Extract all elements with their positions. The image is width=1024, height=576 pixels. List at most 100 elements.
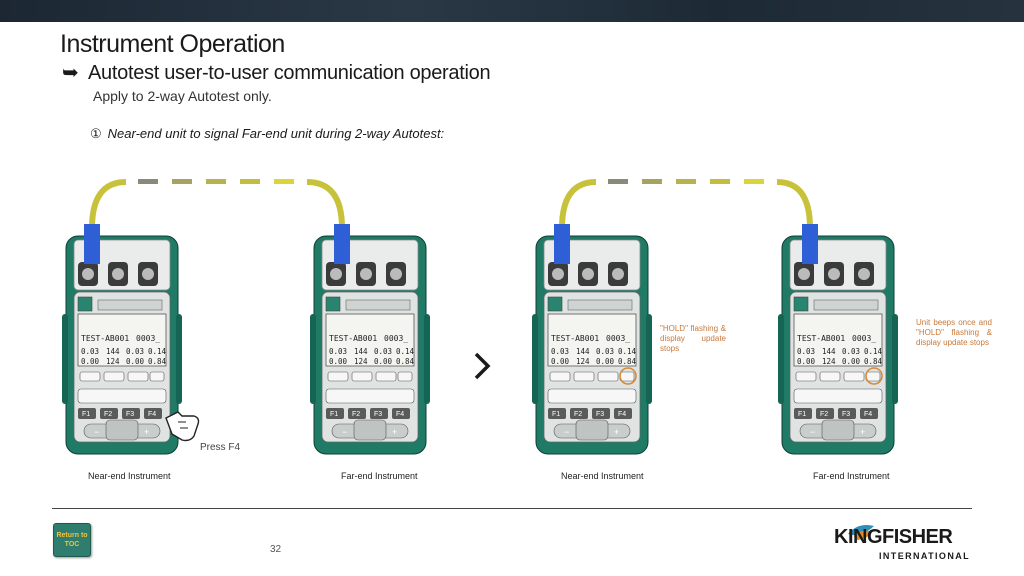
lcd-r2b: 124 (106, 357, 120, 366)
lcd-r1d: 0.14 (864, 347, 883, 356)
key-f4[interactable]: F4 (396, 411, 404, 418)
lcd-r1c: 0.03 (842, 347, 860, 356)
caption-far-end-2: Far-end Instrument (813, 471, 890, 481)
lcd-r2b: 124 (354, 357, 368, 366)
key-f2[interactable]: F2 (574, 411, 582, 418)
key-f1[interactable]: F1 (330, 411, 338, 418)
footer-divider (52, 508, 972, 509)
hold-highlight-circle (865, 367, 883, 385)
key-f2[interactable]: F2 (104, 411, 112, 418)
function-keys: F1 F2 F3 F4 (548, 408, 632, 419)
lcd-r1c: 0.03 (126, 347, 144, 356)
lcd-line1: TEST-AB001 (551, 334, 599, 343)
near-end-instrument-2: TEST-AB001 0003_ 0.03 144 0.03 0.14 0.00… (531, 224, 653, 455)
plus-key[interactable]: + (144, 427, 149, 437)
lcd-r1a: 0.03 (797, 347, 815, 356)
lcd-r2c: 0.00 (374, 357, 393, 366)
fiber-connector (554, 224, 570, 264)
arrow-bullet-icon: ➥ (62, 62, 79, 84)
press-f4-label: Press F4 (200, 442, 241, 453)
lcd-r2a: 0.00 (797, 357, 816, 366)
lcd-r2c: 0.00 (596, 357, 615, 366)
minus-key[interactable]: − (564, 427, 569, 437)
lcd-r1b: 144 (576, 347, 590, 356)
far-end-instrument-2: TEST-AB001 0003_ 0.03 144 0.03 0.14 0.00… (777, 224, 899, 455)
step-heading: ① Near-end unit to signal Far-end unit du… (90, 126, 444, 142)
lcd-r2c: 0.00 (126, 357, 145, 366)
far-end-instrument-1: TEST-AB001 0003_ 0.03 144 0.03 0.14 0.00… (309, 224, 431, 455)
annotation-hold-flashing: "HOLD" flashing & display update stops (660, 324, 726, 353)
lcd-r2c: 0.00 (842, 357, 861, 366)
key-f1[interactable]: F1 (82, 411, 90, 418)
pointing-hand-icon (165, 411, 200, 442)
lcd-r2d: 0.84 (618, 357, 637, 366)
minus-key[interactable]: − (342, 427, 347, 437)
lcd-r2a: 0.00 (329, 357, 348, 366)
step-text: Near-end unit to signal Far-end unit dur… (107, 126, 445, 141)
lcd-r2d: 0.84 (396, 357, 415, 366)
key-f3[interactable]: F3 (126, 411, 134, 418)
function-keys: F1 F2 F3 F4 (78, 408, 162, 419)
lcd-r1d: 0.14 (618, 347, 637, 356)
page-number: 32 (270, 544, 282, 555)
annotation-unit-beeps: Unit beeps once and "HOLD" flashing & di… (916, 318, 992, 347)
near-end-instrument-1: TEST-AB001 0003_ 0.03 144 0.03 0.14 0.00… (61, 224, 183, 455)
plus-key[interactable]: + (860, 427, 865, 437)
lcd-line2: 0003_ (606, 334, 630, 343)
fiber-dashes-1 (138, 179, 294, 184)
fiber-connector (802, 224, 818, 264)
fiber-connector (334, 224, 350, 264)
key-f4[interactable]: F4 (864, 411, 872, 418)
lcd-r1c: 0.03 (596, 347, 614, 356)
logo-sub-text: INTERNATIONAL (879, 551, 971, 561)
lcd-r1a: 0.03 (551, 347, 569, 356)
lcd-line2: 0003_ (136, 334, 160, 343)
scope-note: Apply to 2-way Autotest only. (93, 88, 272, 104)
lcd-line1: TEST-AB001 (797, 334, 845, 343)
chevron-right-icon (474, 352, 491, 380)
key-f3[interactable]: F3 (596, 411, 604, 418)
key-f4[interactable]: F4 (148, 411, 156, 418)
page-title: Instrument Operation (60, 30, 285, 58)
minus-key[interactable]: − (94, 427, 99, 437)
hold-highlight-circle (619, 367, 637, 385)
fiber-dashes-2 (608, 179, 764, 184)
lcd-r2b: 124 (822, 357, 836, 366)
lcd-line1: TEST-AB001 (81, 334, 129, 343)
caption-near-end-1: Near-end Instrument (88, 471, 171, 481)
caption-far-end-1: Far-end Instrument (341, 471, 418, 481)
lcd-r1a: 0.03 (329, 347, 347, 356)
logo-main-text: KINGFISHER (834, 526, 953, 548)
page-subtitle: ➥ Autotest user-to-user communication ope… (62, 60, 491, 85)
kingfisher-logo: KINGFISHER INTERNATIONAL (828, 524, 978, 564)
key-f3[interactable]: F3 (842, 411, 850, 418)
function-keys: F1 F2 F3 F4 (326, 408, 410, 419)
step-number: ① (90, 126, 102, 141)
subtitle-text: Autotest user-to-user communication oper… (88, 62, 491, 84)
lcd-r1a: 0.03 (81, 347, 99, 356)
key-f1[interactable]: F1 (798, 411, 806, 418)
lcd-line2: 0003_ (852, 334, 876, 343)
return-to-toc-button[interactable]: Return to TOC (53, 523, 91, 557)
lcd-r2d: 0.84 (148, 357, 167, 366)
lcd-r1d: 0.14 (148, 347, 167, 356)
lcd-r2a: 0.00 (81, 357, 100, 366)
lcd-r2b: 124 (576, 357, 590, 366)
lcd-r2d: 0.84 (864, 357, 883, 366)
key-f3[interactable]: F3 (374, 411, 382, 418)
key-f1[interactable]: F1 (552, 411, 560, 418)
minus-key[interactable]: − (810, 427, 815, 437)
fiber-connector (84, 224, 100, 264)
lcd-r1d: 0.14 (396, 347, 415, 356)
lcd-r1b: 144 (822, 347, 836, 356)
lcd-r1b: 144 (354, 347, 368, 356)
key-f2[interactable]: F2 (352, 411, 360, 418)
key-f4[interactable]: F4 (618, 411, 626, 418)
plus-key[interactable]: + (392, 427, 397, 437)
key-f2[interactable]: F2 (820, 411, 828, 418)
caption-near-end-2: Near-end Instrument (561, 471, 644, 481)
plus-key[interactable]: + (614, 427, 619, 437)
kingfisher-bird-logo-icon (848, 525, 874, 540)
lcd-r2a: 0.00 (551, 357, 570, 366)
